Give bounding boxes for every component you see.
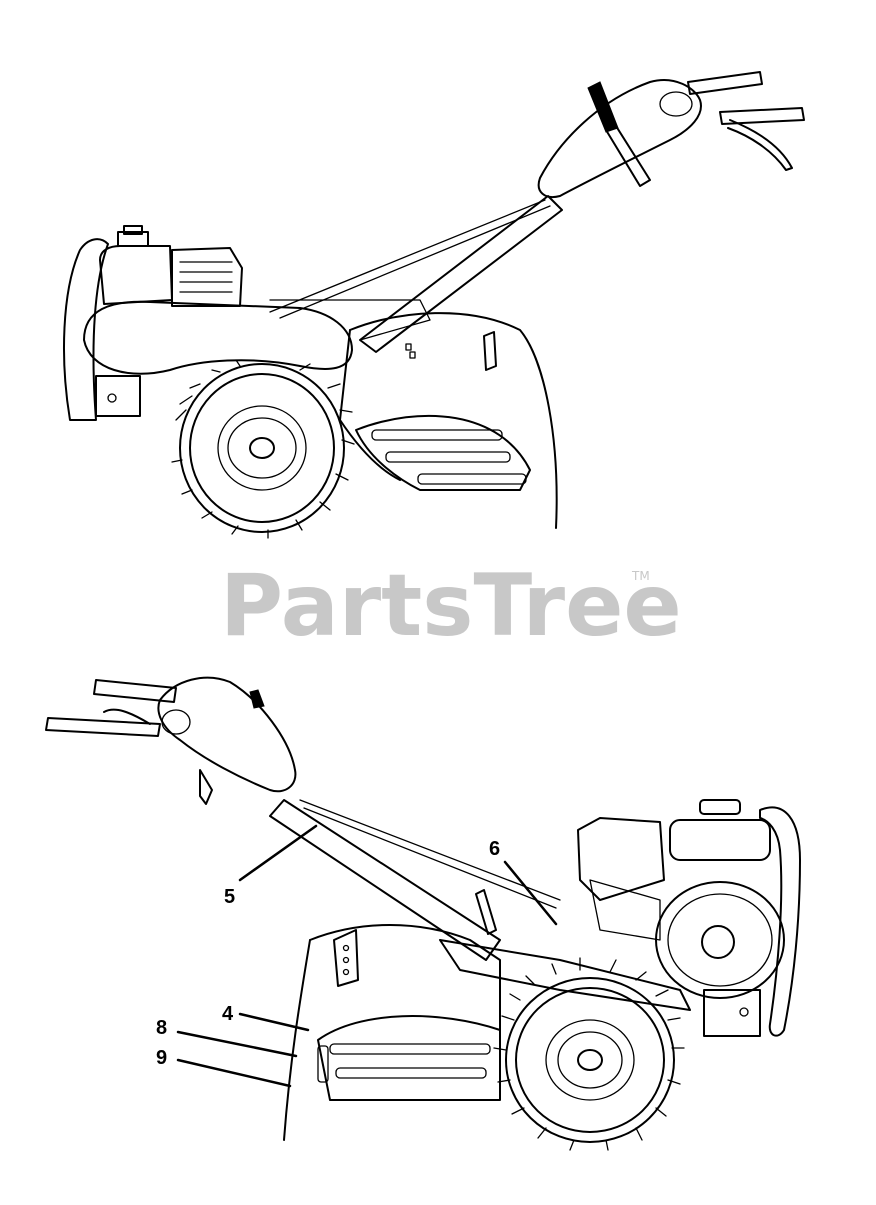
callout-label-4: 4 [222, 1003, 234, 1025]
callouts: 5 6 4 8 9 [156, 824, 558, 1088]
callout-8: 8 [156, 1017, 298, 1058]
callout-label-6: 6 [489, 838, 500, 860]
callout-label-5: 5 [224, 886, 235, 908]
tiller-left-view [63, 71, 805, 539]
watermark-text: PartsTree [220, 556, 682, 656]
callout-6: 6 [489, 838, 558, 926]
tiller-right-view [45, 676, 801, 1151]
watermark: PartsTree TM [220, 556, 682, 656]
callout-label-9: 9 [156, 1047, 167, 1069]
watermark-trademark: TM [631, 569, 650, 583]
callout-4: 4 [222, 1003, 310, 1032]
callout-label-8: 8 [156, 1017, 167, 1039]
callout-5: 5 [224, 824, 318, 908]
callout-9: 9 [156, 1047, 292, 1088]
